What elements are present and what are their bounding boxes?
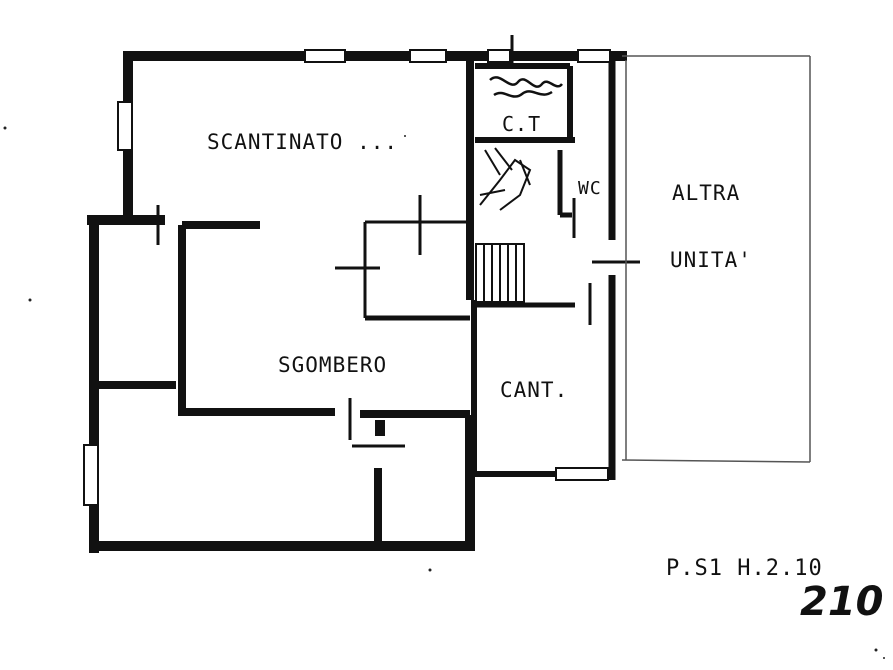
interior-walls <box>98 60 616 544</box>
ct-scribble <box>489 76 563 98</box>
room-label-cant: CANT. <box>500 378 569 402</box>
other-unit-outline <box>621 55 811 463</box>
room-label-ct: C.T <box>502 112 542 136</box>
room-label-altra: ALTRA <box>672 181 741 205</box>
room-label-sgombero: SGOMBERO <box>278 353 388 377</box>
floor-height-label: P.S1 H.2.10 <box>666 556 823 581</box>
staircase <box>475 147 532 303</box>
room-label-scantinato: SCANTINATO ... <box>207 130 399 154</box>
room-label-wc: WC <box>578 178 602 199</box>
windows <box>83 49 611 506</box>
door-marks <box>156 35 640 448</box>
room-label-unita: UNITA' <box>670 248 752 272</box>
noise-dots <box>3 126 885 659</box>
handwritten-number: 210 <box>800 579 884 625</box>
